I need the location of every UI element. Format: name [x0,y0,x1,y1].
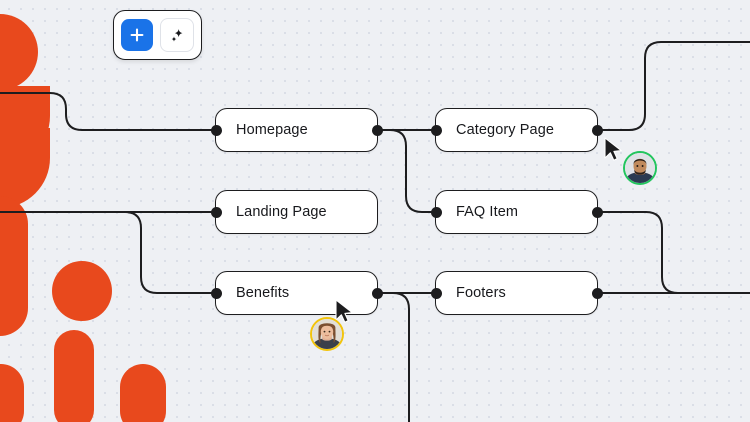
node-landing-page[interactable]: Landing Page [210,190,378,234]
orange-capsule-left [0,196,28,336]
port-right-benefits[interactable] [371,287,383,299]
node-faq-item[interactable]: FAQ Item [430,190,603,234]
remote-cursor-benefits [335,299,353,323]
wire-category-right-to-top-edge [597,41,750,131]
node-footers[interactable]: Footers [430,271,603,315]
port-right-homepage[interactable] [371,124,383,136]
wire-landing-branch-to-benefits [124,211,216,294]
avatar-photo-man [625,153,655,183]
orange-circle-mid [52,261,112,321]
port-right-category-page[interactable] [591,124,603,136]
node-benefits[interactable]: Benefits [210,271,383,315]
port-left-homepage[interactable] [210,124,222,136]
wire-faq-right-merge-down [597,211,750,294]
node-label-footers: Footers [456,285,506,301]
port-right-faq-item[interactable] [591,206,603,218]
node-label-homepage: Homepage [236,122,308,138]
orange-capsule-far [0,364,24,422]
node-category-page[interactable]: Category Page [430,108,603,152]
wire-homepage-to-faq [389,129,436,213]
sparkle-icon [171,28,182,42]
port-left-benefits[interactable] [210,287,222,299]
wire-left-edge-to-homepage [0,92,216,131]
orange-capsule-mid [54,330,94,422]
node-label-category-page: Category Page [456,122,555,138]
port-left-category-page[interactable] [430,124,442,136]
port-left-landing-page[interactable] [210,206,222,218]
node-label-benefits: Benefits [236,285,290,301]
collaborator-avatar-yellow[interactable] [310,317,344,351]
port-left-footers[interactable] [430,287,442,299]
node-label-landing-page: Landing Page [236,204,327,220]
port-right-footers[interactable] [591,287,603,299]
node-homepage[interactable]: Homepage [210,108,383,152]
wire-benefits-branch-to-bottom [392,292,410,422]
plus-icon [130,28,144,42]
avatar-photo-woman [312,319,342,349]
floating-toolbar[interactable] [113,10,202,60]
remote-cursor-category [604,137,622,161]
ai-generate-button[interactable] [160,18,194,52]
collaborator-avatar-green[interactable] [623,151,657,185]
add-button[interactable] [121,19,153,51]
orange-capsule-right [120,364,166,422]
node-label-faq-item: FAQ Item [456,204,519,220]
port-left-faq-item[interactable] [430,206,442,218]
